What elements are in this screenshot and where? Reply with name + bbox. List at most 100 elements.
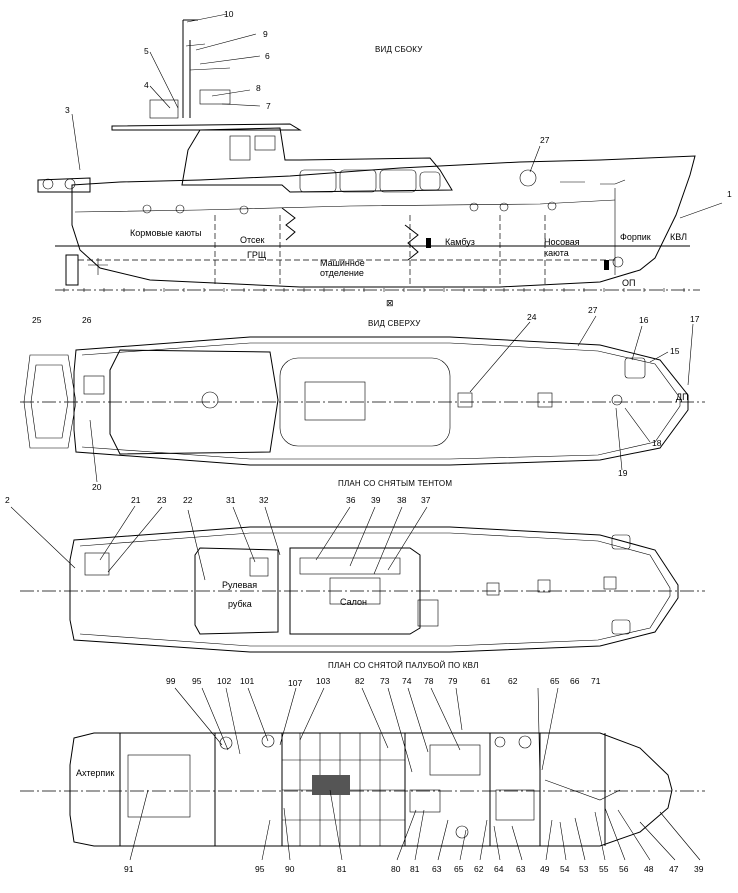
callout-57: 56 <box>619 864 629 874</box>
callout-38: 38 <box>397 495 407 505</box>
callout-48: 47 <box>669 864 679 874</box>
awning-top <box>109 349 279 455</box>
label-op: ОП <box>622 278 635 288</box>
bow-fittings <box>560 179 626 185</box>
hull-outline-kvl <box>69 732 673 847</box>
callout-79: 74 <box>402 676 412 686</box>
superstructure <box>181 127 453 193</box>
label-dp: ДП <box>676 392 689 402</box>
forepeak-hatch <box>612 256 624 268</box>
label-galley: Камбуз <box>445 237 475 247</box>
callout-18: 18 <box>652 438 662 448</box>
callout-4: 4 <box>144 80 149 90</box>
callout-8: 8 <box>256 83 261 93</box>
deck-hatches-top <box>83 357 646 408</box>
leaders-plan <box>10 505 428 581</box>
forepeak-chain-locker <box>544 779 621 801</box>
callout-71: 65 <box>550 676 560 686</box>
callout-3: 3 <box>65 105 70 115</box>
callout-25: 22 <box>183 495 193 505</box>
callout-102: 95 <box>192 676 202 686</box>
label-grshch: ГРЩ <box>247 250 267 260</box>
callout-109: 103 <box>316 676 330 686</box>
radar-dome <box>199 89 231 105</box>
aft-cabin-bed <box>127 754 191 818</box>
midship-frame-symbol: ⊠ <box>386 298 394 308</box>
deck-hatches-plan <box>486 534 631 635</box>
stern-winch-1 <box>42 178 54 190</box>
callout-90: 81 <box>337 864 347 874</box>
callout-15: 15 <box>670 346 680 356</box>
callout-37: 37 <box>421 495 431 505</box>
callout-6: 6 <box>265 51 270 61</box>
callout-81: 79 <box>448 676 458 686</box>
mast <box>182 19 198 118</box>
callout-91: 82 <box>355 676 365 686</box>
leaders-top <box>89 315 694 483</box>
callout-22: 25 <box>32 315 42 325</box>
aft-hatch-plan <box>84 552 110 576</box>
plan-at-waterline: ПЛАН СО СНЯТОЙ ПАЛУБОЙ ПО КВЛ Ахтерпик 9… <box>20 661 705 874</box>
callout-39: 39 <box>371 495 381 505</box>
callout-54: 53 <box>579 864 589 874</box>
callout-19: 19 <box>618 468 628 478</box>
mast-spreaders <box>185 43 231 71</box>
top-view: ВИД СВЕРХУ ДП 25 26 24 27 16 17 15 18 19… <box>20 305 705 492</box>
callout-7: 7 <box>266 101 271 111</box>
hull-profile <box>71 155 696 288</box>
callout-107: 101 <box>240 676 254 686</box>
callout-56: 55 <box>599 864 609 874</box>
side-view: ВИД СБОКУ ⊠ <box>37 9 732 308</box>
callout-65: 64 <box>494 864 504 874</box>
label-forepeak: Форпик <box>620 232 651 242</box>
callout-110: 107 <box>288 678 302 688</box>
callout-31: 31 <box>226 495 236 505</box>
deck-line <box>74 199 616 213</box>
label-bow-cabin-2: каюта <box>544 248 569 258</box>
bulwark-inner-plan <box>79 532 671 647</box>
saloon-plan <box>289 547 421 635</box>
callout-26: 23 <box>157 495 167 505</box>
label-compartment: Отсек <box>240 235 265 245</box>
callout-78: 73 <box>380 676 390 686</box>
callout-64: 63 <box>516 864 526 874</box>
label-bow-cabin-1: Носовая <box>544 237 580 247</box>
label-wheelhouse-1: Рулевая <box>222 580 257 590</box>
saloon-sofa <box>299 557 401 575</box>
side-view-title: ВИД СБОКУ <box>375 45 423 54</box>
helm-top <box>201 391 219 409</box>
callout-49: 48 <box>644 864 654 874</box>
stern-winch-2 <box>64 178 76 190</box>
callout-66: 65 <box>454 864 464 874</box>
callout-55: 54 <box>560 864 570 874</box>
callout-95: 90 <box>285 864 295 874</box>
rudder <box>65 254 79 286</box>
callout-27-top: 27 <box>588 305 598 315</box>
propeller <box>88 258 108 275</box>
callout-53: 49 <box>540 864 550 874</box>
callout-62-top: 62 <box>508 676 518 686</box>
saloon-table <box>329 577 381 605</box>
callout-16: 16 <box>639 315 649 325</box>
helm-wheel-outside <box>519 169 537 187</box>
callout-108: 102 <box>217 676 231 686</box>
callout-20: 24 <box>527 312 537 322</box>
label-saloon: Салон <box>340 597 367 607</box>
callout-47: 39 <box>694 864 704 874</box>
main-engine <box>312 775 350 795</box>
plan-kvl-title: ПЛАН СО СНЯТОЙ ПАЛУБОЙ ПО КВЛ <box>328 661 479 670</box>
bulkheads-kvl <box>119 733 606 846</box>
callout-62-bottom: 62 <box>474 864 484 874</box>
label-engine-room-1: Машинное <box>320 258 365 268</box>
stair-kvl <box>409 789 441 813</box>
bow-cabin-bunk <box>495 789 535 821</box>
label-aft-cabins: Кормовые каюты <box>130 228 202 238</box>
label-wheelhouse-2: рубка <box>228 599 252 609</box>
bulwark-inner-top <box>81 342 681 460</box>
label-afterpeak: Ахтерпик <box>76 768 114 778</box>
saloon-roof-top <box>279 357 451 447</box>
callout-2: 2 <box>5 495 10 505</box>
callout-17: 17 <box>690 314 700 324</box>
